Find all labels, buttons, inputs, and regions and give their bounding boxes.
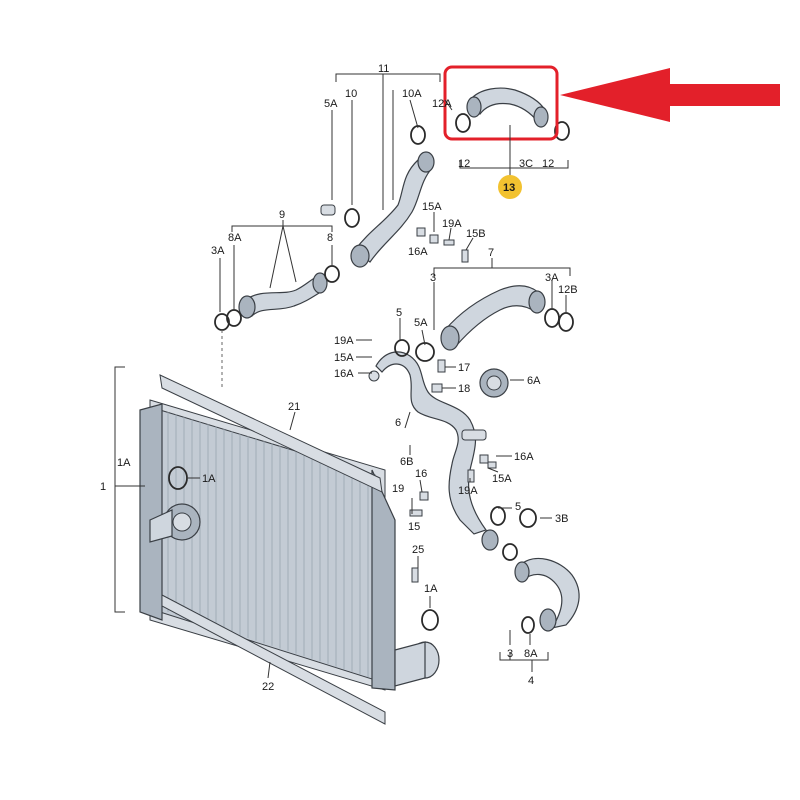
hose-4[interactable] (490, 506, 580, 634)
label-15B: 15B (466, 228, 486, 240)
hose-9[interactable] (214, 265, 340, 331)
cooler-fins (167, 412, 369, 677)
cap-6A[interactable] (479, 368, 509, 398)
seal-strip-22[interactable] (161, 594, 386, 725)
callout-13[interactable] (498, 175, 522, 199)
hose-11[interactable] (320, 125, 435, 268)
highlight-box (443, 65, 559, 141)
label-16: 16 (415, 468, 427, 480)
label-8: 8 (327, 232, 333, 244)
label-3B: 3B (555, 513, 568, 525)
label-22: 22 (262, 681, 274, 693)
label-13: 13 (503, 182, 515, 194)
red-arrow-icon (560, 68, 780, 122)
label-15A: 15A (492, 473, 512, 485)
label-3A: 3A (211, 245, 225, 257)
label-25: 25 (412, 544, 424, 556)
label-7: 7 (488, 247, 494, 259)
label-1A: 1A (424, 583, 438, 595)
label-10A: 10A (402, 88, 422, 100)
label-3C: 3C (519, 158, 533, 170)
label-4: 4 (528, 675, 534, 687)
label-3: 3 (507, 648, 513, 660)
label-5: 5 (515, 501, 521, 513)
label-10: 10 (345, 88, 357, 100)
label-19A: 19A (334, 335, 354, 347)
label-5A: 5A (324, 98, 338, 110)
label-8A: 8A (524, 648, 538, 660)
label-16A: 16A (334, 368, 354, 380)
label-3A: 3A (545, 272, 559, 284)
label-1: 1 (100, 481, 106, 493)
intercooler-21[interactable] (139, 399, 440, 691)
labels: 11 5A 10 10A 12A 12 3C 12 13 9 3A 8A 8 1… (100, 63, 578, 693)
label-16A: 16A (514, 451, 534, 463)
label-11: 11 (378, 63, 389, 75)
label-6A: 6A (527, 375, 541, 387)
label-19: 19 (392, 483, 404, 495)
label-21: 21 (288, 401, 300, 413)
label-9: 9 (279, 209, 285, 221)
label-12: 12 (458, 158, 470, 170)
label-8A: 8A (228, 232, 242, 244)
hose-13-highlighted[interactable] (455, 87, 570, 141)
bolt-group-mid[interactable] (409, 454, 497, 517)
label-12A: 12A (432, 98, 452, 110)
label-6: 6 (395, 417, 401, 429)
seal-strip-21[interactable] (159, 374, 383, 493)
label-17: 17 (458, 362, 470, 374)
clip-1A-inner[interactable] (168, 466, 188, 490)
label-15: 15 (408, 521, 420, 533)
label-5: 5 (396, 307, 402, 319)
bolt-group-top[interactable] (416, 227, 469, 263)
label-1A: 1A (117, 457, 131, 469)
label-16A: 16A (408, 246, 428, 258)
clip-1A-low[interactable] (421, 609, 439, 631)
label-3: 3 (430, 272, 436, 284)
label-12B: 12B (558, 284, 578, 296)
hose-7[interactable] (440, 285, 574, 351)
label-19A: 19A (458, 485, 478, 497)
bracket-1 (114, 366, 125, 613)
label-19A: 19A (442, 218, 462, 230)
label-5A: 5A (414, 317, 428, 329)
bolt-25[interactable] (411, 567, 419, 583)
label-1A: 1A (202, 473, 216, 485)
label-12: 12 (542, 158, 554, 170)
label-15A: 15A (422, 201, 442, 213)
label-18: 18 (458, 383, 470, 395)
label-15A: 15A (334, 352, 354, 364)
label-6B: 6B (400, 456, 413, 468)
